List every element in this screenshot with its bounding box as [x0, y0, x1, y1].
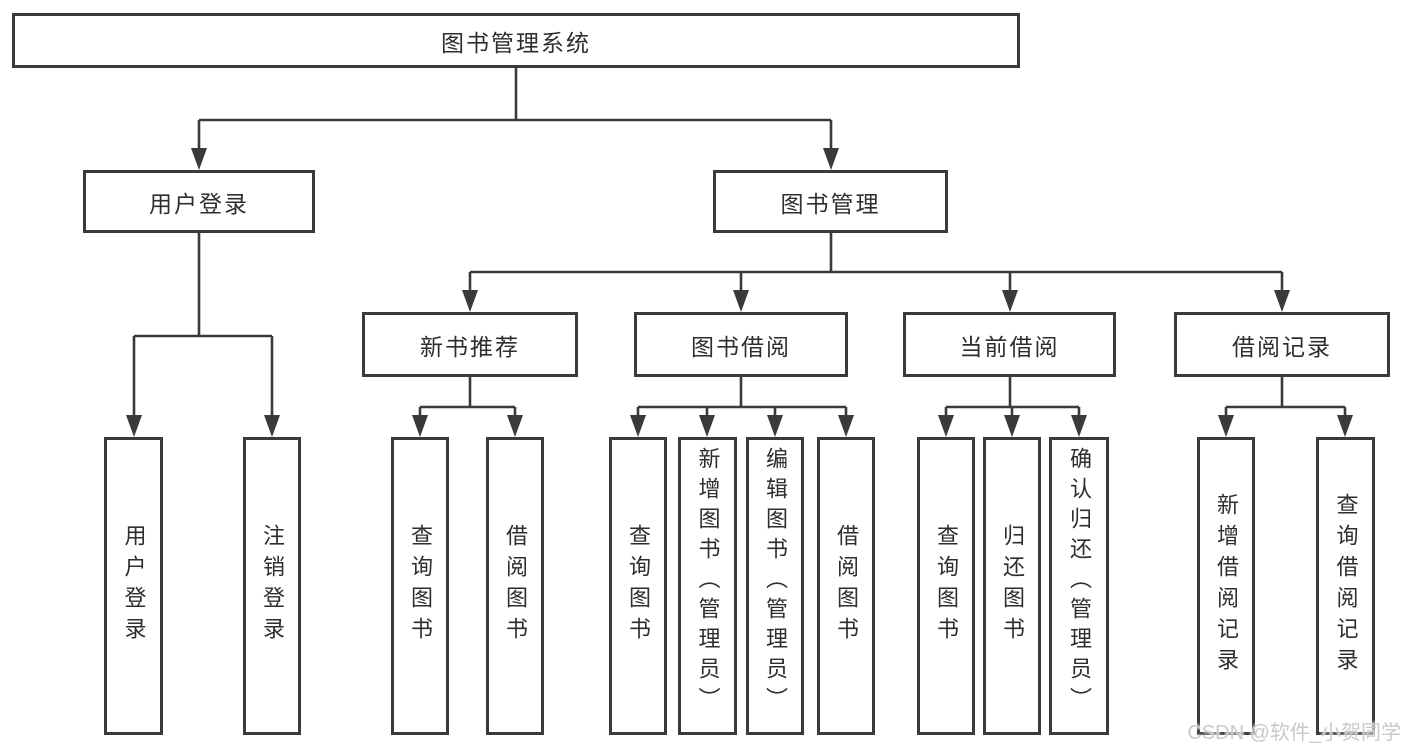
leaf-edit-books-admin: 编辑图书（管理员） — [746, 437, 804, 735]
node-book-borrow: 图书借阅 — [634, 312, 848, 377]
leaf-query-borrow-record: 查询借阅记录 — [1316, 437, 1375, 735]
connector-borrow-records-children — [1218, 377, 1353, 437]
leaf-query-books-borrow-label: 查询图书 — [626, 524, 651, 648]
connector-new-book-recommend-children — [412, 377, 523, 437]
leaf-borrow-books-recommend: 借阅图书 — [486, 437, 544, 735]
leaf-add-borrow-record-label: 新增借阅记录 — [1214, 493, 1239, 679]
leaf-confirm-return-admin-label: 确认归还（管理员） — [1067, 447, 1092, 717]
connector-book-management-children — [462, 233, 1290, 312]
leaf-query-books-current-label: 查询图书 — [934, 524, 959, 648]
leaf-add-borrow-record: 新增借阅记录 — [1197, 437, 1255, 735]
leaf-logout-label: 注销登录 — [260, 524, 285, 648]
leaf-query-borrow-record-label: 查询借阅记录 — [1333, 493, 1359, 679]
leaf-add-books-admin: 新增图书（管理员） — [678, 437, 737, 735]
node-current-borrow: 当前借阅 — [903, 312, 1116, 377]
connector-current-borrow-children — [938, 377, 1087, 437]
leaf-query-books-recommend: 查询图书 — [391, 437, 449, 735]
leaf-user-login: 用户登录 — [104, 437, 163, 735]
leaf-user-login-label: 用户登录 — [121, 524, 147, 648]
leaf-confirm-return-admin: 确认归还（管理员） — [1049, 437, 1109, 735]
node-new-book-recommend: 新书推荐 — [362, 312, 578, 377]
leaf-borrow-books-label: 借阅图书 — [834, 524, 859, 648]
leaf-borrow-books: 借阅图书 — [817, 437, 875, 735]
leaf-query-books-borrow: 查询图书 — [609, 437, 667, 735]
leaf-query-books-current: 查询图书 — [917, 437, 975, 735]
connector-book-borrow-children — [630, 377, 854, 437]
leaf-return-books-label: 归还图书 — [1000, 524, 1025, 648]
leaf-borrow-books-recommend-label: 借阅图书 — [503, 524, 528, 648]
node-borrow-records: 借阅记录 — [1174, 312, 1390, 377]
leaf-add-books-admin-label: 新增图书（管理员） — [695, 447, 721, 717]
leaf-edit-books-admin-label: 编辑图书（管理员） — [763, 447, 788, 717]
connector-root-to-level2 — [191, 68, 839, 170]
leaf-logout: 注销登录 — [243, 437, 301, 735]
node-user-login: 用户登录 — [83, 170, 315, 233]
leaf-return-books: 归还图书 — [983, 437, 1041, 735]
node-library-management-system: 图书管理系统 — [12, 13, 1020, 68]
node-book-management: 图书管理 — [713, 170, 948, 233]
csdn-watermark: CSDN @软件_小贺同学 — [1187, 722, 1401, 744]
leaf-query-books-recommend-label: 查询图书 — [408, 524, 433, 648]
connector-user-login-children — [126, 233, 280, 437]
